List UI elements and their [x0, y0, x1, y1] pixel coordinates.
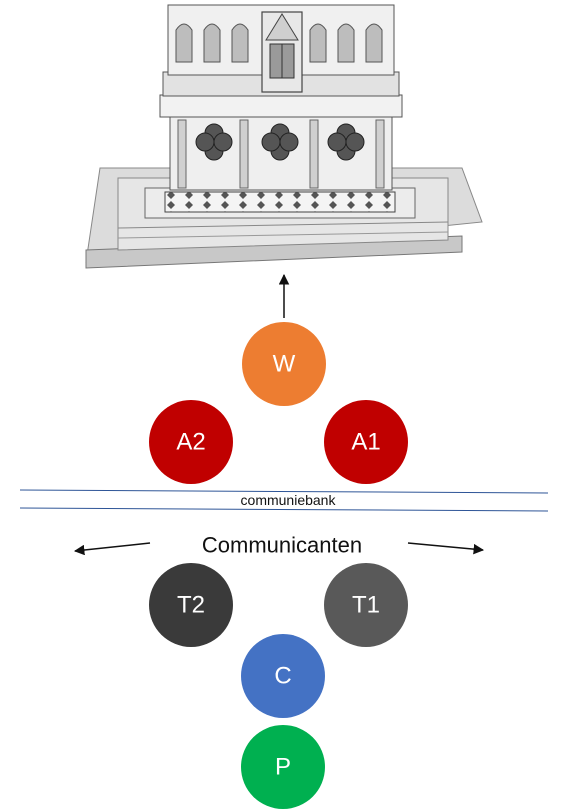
node-P-label: P — [275, 754, 291, 781]
node-P-circle — [241, 725, 325, 809]
arrow-right — [407, 542, 485, 555]
node-A2-circle — [149, 400, 233, 484]
bank-line-top — [19, 489, 549, 494]
node-T2-label: T2 — [177, 592, 205, 619]
node-C-label: C — [274, 663, 291, 690]
arrow-left — [73, 542, 151, 556]
node-T1: T1 — [324, 563, 408, 647]
node-A1-label: A1 — [351, 429, 380, 456]
node-A1-circle — [324, 400, 408, 484]
node-C: C — [241, 634, 325, 718]
node-A2-label: A2 — [176, 429, 205, 456]
node-W: W — [242, 322, 326, 406]
altar-icon — [85, 4, 483, 269]
node-W-label: W — [273, 351, 296, 378]
node-W-circle — [242, 322, 326, 406]
node-P: P — [241, 725, 325, 809]
node-T2: T2 — [149, 563, 233, 647]
node-A2: A2 — [149, 400, 233, 484]
node-T2-circle — [149, 563, 233, 647]
node-T1-circle — [324, 563, 408, 647]
node-A1: A1 — [324, 400, 408, 484]
bank-line-bottom — [19, 507, 549, 512]
node-C-circle — [241, 634, 325, 718]
communicants-label: Communicanten — [202, 533, 362, 558]
bank-label: communiebank — [241, 492, 337, 508]
node-T1-label: T1 — [352, 592, 380, 619]
